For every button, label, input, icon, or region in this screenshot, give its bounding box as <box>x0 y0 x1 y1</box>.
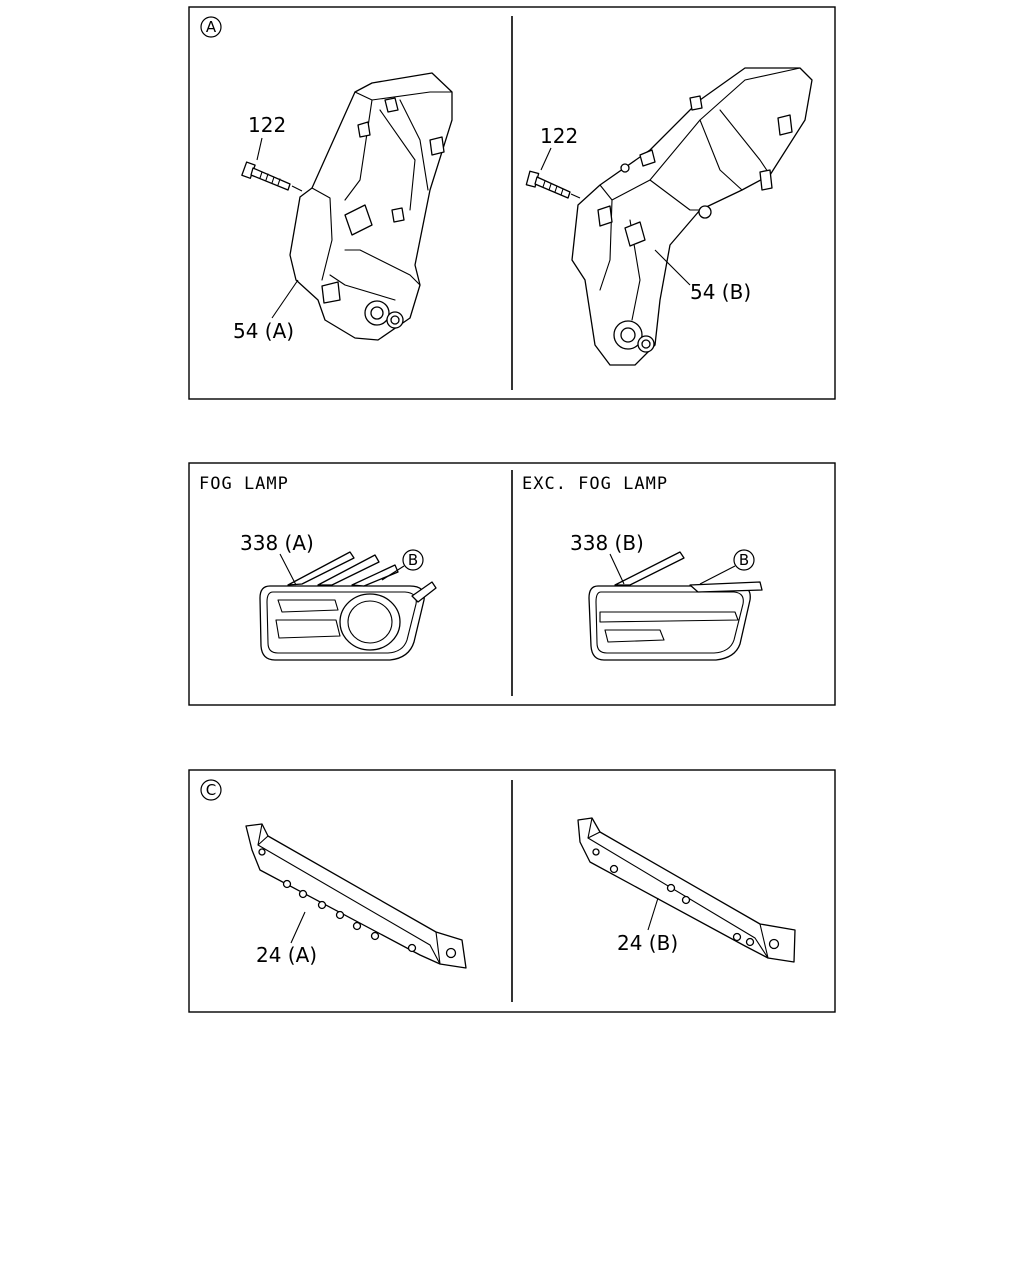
leader-54a <box>271 279 299 319</box>
marker-a: A <box>200 16 222 38</box>
panel-c-frame <box>188 769 836 1013</box>
caption-fog-lamp: FOG LAMP <box>199 474 289 494</box>
leader-338b <box>609 553 625 585</box>
label-338a: 338 (A) <box>240 531 314 555</box>
marker-b-right: B <box>733 549 755 571</box>
leader-b-right <box>699 565 736 585</box>
label-24b: 24 (B) <box>617 931 678 955</box>
label-54b: 54 (B) <box>690 280 751 304</box>
leader-24b <box>647 897 659 931</box>
marker-b-left: B <box>402 549 424 571</box>
panel-a-frame <box>188 6 836 400</box>
panel-fog-frame <box>188 462 836 706</box>
reinforcement-24a-drawing <box>245 823 467 969</box>
label-54a: 54 (A) <box>233 319 294 343</box>
leader-122-left <box>256 137 263 161</box>
panel-fog: FOG LAMP EXC. FOG LAMP 338 (A) B <box>188 462 836 706</box>
leader-338a <box>279 553 297 586</box>
panel-a: A 122 <box>188 6 836 400</box>
bolt-122-left-drawing <box>241 161 303 192</box>
leader-24a <box>290 911 306 944</box>
label-338b: 338 (B) <box>570 531 644 555</box>
leader-122-right <box>540 147 552 171</box>
bezel-338b-drawing <box>588 551 763 661</box>
bracket-54a-drawing <box>289 72 453 341</box>
svg-text:C: C <box>206 781 216 799</box>
label-24a: 24 (A) <box>256 943 317 967</box>
leader-b-left <box>381 565 405 581</box>
svg-text:B: B <box>739 551 749 569</box>
caption-exc-fog-lamp: EXC. FOG LAMP <box>522 474 668 494</box>
leader-54b <box>654 249 691 286</box>
label-122-left: 122 <box>248 113 286 137</box>
bolt-122-right-drawing <box>525 170 581 199</box>
label-122-right: 122 <box>540 124 578 148</box>
bezel-338a-drawing <box>259 551 437 661</box>
panel-c: C 24 (A) <box>188 769 836 1013</box>
marker-c: C <box>200 779 222 801</box>
bracket-54b-drawing <box>571 67 813 366</box>
svg-text:B: B <box>408 551 418 569</box>
svg-text:A: A <box>206 18 217 36</box>
reinforcement-24b-drawing <box>577 817 796 963</box>
